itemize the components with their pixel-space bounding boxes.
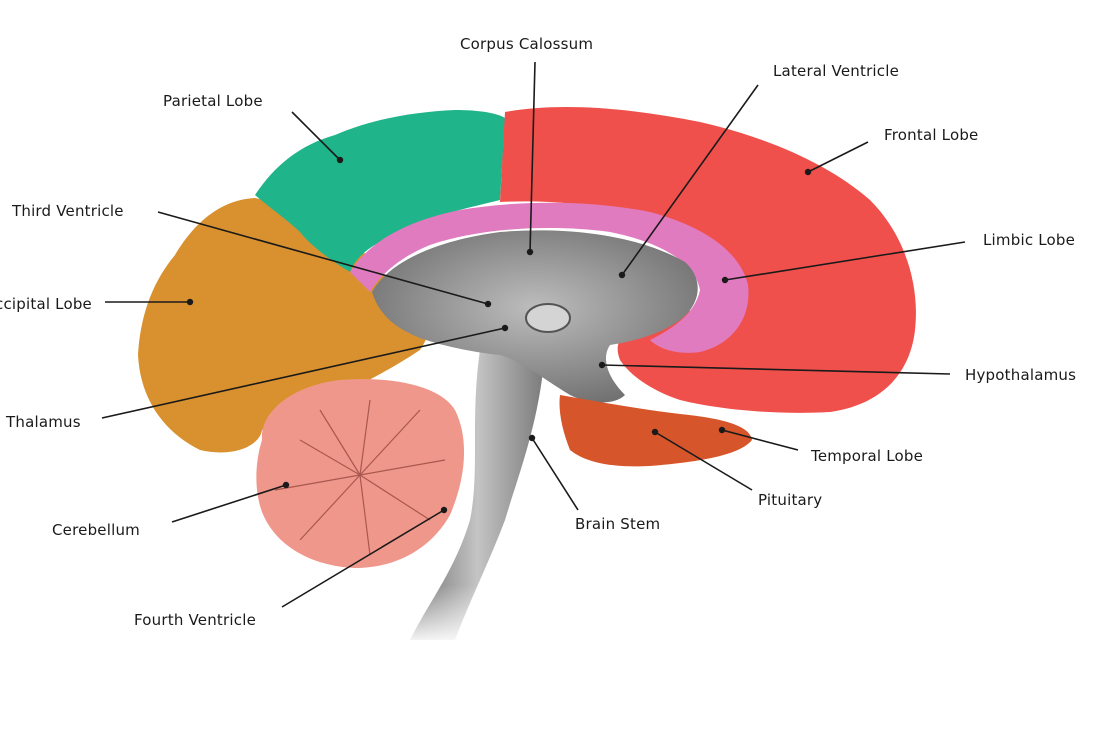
leader-dots [186,156,812,514]
leader-temporal-lobe [721,429,799,451]
label-thalamus: Thalamus [6,413,81,431]
cerebellum-arbor [274,399,446,556]
label-frontal-lobe: Frontal Lobe [884,126,979,144]
leader-parietal-lobe [291,111,341,161]
frontal-lobe-region [500,107,916,413]
label-brain-stem: Brain Stem [575,515,661,533]
label-corpus-calossum: Corpus Calossum [460,35,594,53]
parietal-lobe-region [255,110,505,272]
leader-pituitary [654,431,753,491]
leader-third-ventricle [157,211,489,305]
label-occipital-lobe: Occipital Lobe [0,295,92,313]
brain-stem-region [410,350,545,640]
label-limbic-lobe: Limbic Lobe [983,231,1076,249]
leader-corpus-calossum [529,61,536,253]
leader-frontal-lobe [807,141,869,173]
leader-cerebellum [171,484,287,523]
leader-brain-stem [531,437,579,511]
label-third-ventricle: Third Ventricle [12,202,124,220]
leader-lines [101,61,966,608]
leader-hypothalamus [601,364,951,375]
leader-thalamus [101,327,506,419]
label-hypothalamus: Hypothalamus [965,366,1077,384]
leader-limbic-lobe [724,241,966,281]
label-fourth-ventricle: Fourth Ventricle [134,611,256,629]
label-cerebellum: Cerebellum [52,521,140,539]
occipital-lobe-region [138,198,431,453]
label-pituitary: Pituitary [758,491,823,509]
leader-fourth-ventricle [281,509,445,608]
limbic-lobe-region [350,202,749,353]
brain-stem-fade [395,585,555,645]
label-lateral-ventricle: Lateral Ventricle [773,62,900,80]
leader-lateral-ventricle [621,84,759,276]
label-temporal-lobe: Temporal Lobe [811,447,924,465]
thalamus-region [525,303,571,333]
label-parietal-lobe: Parietal Lobe [163,92,263,110]
